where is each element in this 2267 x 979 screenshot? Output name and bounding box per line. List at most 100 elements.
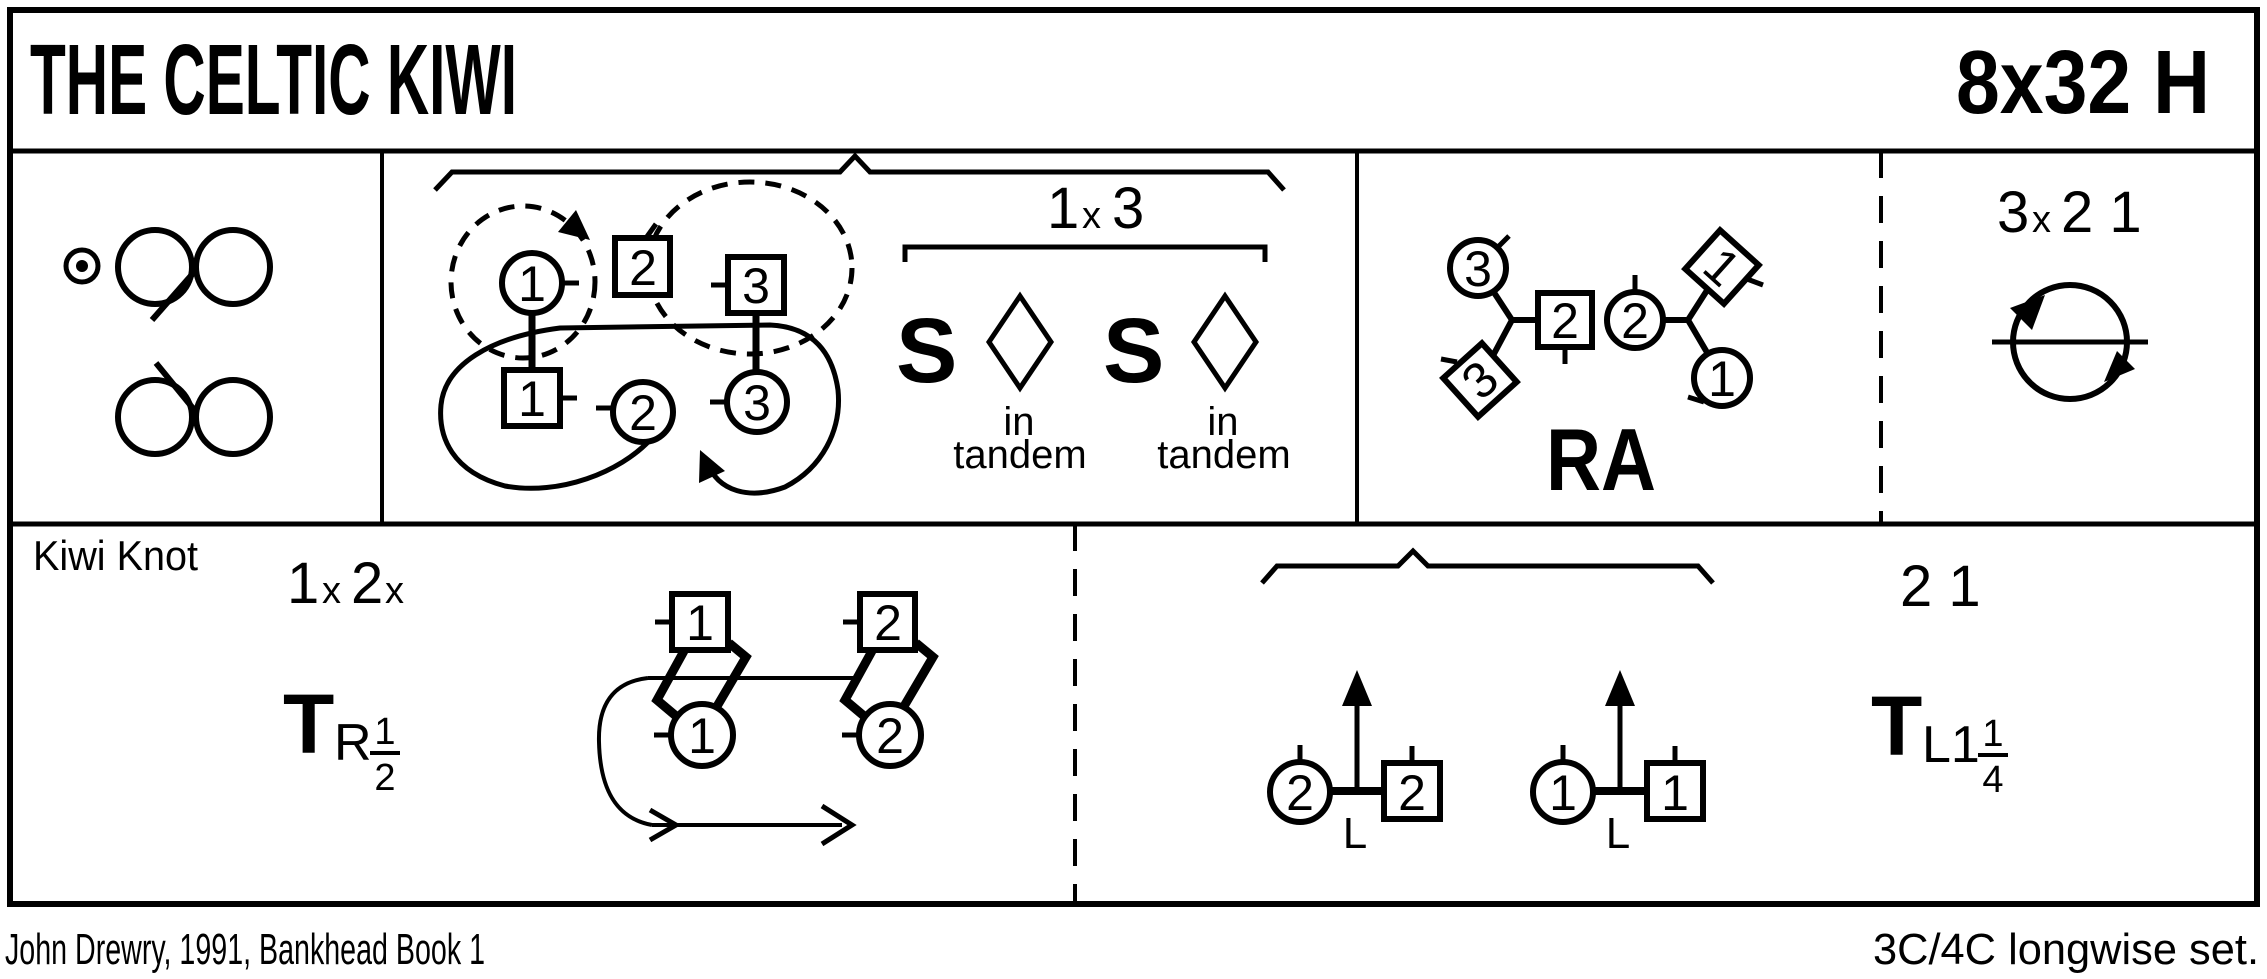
fraction-numerator: 1 xyxy=(1982,713,2003,755)
order-num: 3 xyxy=(1997,180,2029,245)
dashed-loop-left xyxy=(448,203,598,361)
turn-arrowhead-bottom-icon xyxy=(2104,351,2135,382)
credit-line: John Drewry, 1991, Bankhead Book 1 xyxy=(5,925,485,974)
rights-across-label: RA xyxy=(1546,410,1656,509)
phrase-brace-top xyxy=(433,152,1286,192)
facing-tick xyxy=(1495,234,1511,250)
dancer-square-2 xyxy=(1535,290,1595,350)
dancer-square-1 xyxy=(1644,760,1706,822)
start-dot-ring-icon xyxy=(63,247,101,285)
bars-length: 3 xyxy=(1112,176,1144,241)
bars-a-sub: x xyxy=(322,570,341,612)
solid-track-loop xyxy=(438,322,842,496)
dancer-circle-2 xyxy=(1604,289,1666,351)
dancer-number: 1 xyxy=(1661,765,1689,821)
fraction-denominator: 2 xyxy=(374,757,395,799)
dancer-number: 1 xyxy=(518,256,546,312)
dashed-loop-arrowhead-icon xyxy=(558,210,590,240)
finish-order: 2 1 xyxy=(1900,554,1981,619)
dancer-square-1 xyxy=(501,367,563,429)
dancer-number: 2 xyxy=(1551,293,1579,349)
dancer-number: 3 xyxy=(743,375,771,431)
turn-left-once-quarter-label: T L1 1 4 xyxy=(1871,679,2008,801)
dancer-square-1-rotated: 1 xyxy=(1681,226,1763,308)
track-loop xyxy=(596,676,653,827)
turn-letter: T xyxy=(283,677,334,771)
dancer-number: 3 xyxy=(1464,241,1492,297)
diamond-all-round-icon xyxy=(985,291,1055,393)
diagram-frame xyxy=(7,7,2260,907)
figure-caption: Kiwi Knot xyxy=(33,532,198,579)
dancer-number: 2 xyxy=(1286,765,1314,821)
dancer-number: 2 xyxy=(876,708,904,764)
cell-kiwi-knot-label-turn: Kiwi Knot 1 x 2 x T R 1 2 1 1 xyxy=(33,532,939,847)
cell-figure-eight xyxy=(63,227,273,457)
strathspey-letter: S xyxy=(896,300,957,402)
turn-arrowhead-top-icon xyxy=(2010,295,2045,330)
facing-tick xyxy=(1440,356,1458,365)
dancer-number: 2 xyxy=(1398,765,1426,821)
figure8-top-tail-icon xyxy=(149,268,199,322)
lead-up-arrowhead-icon xyxy=(1342,670,1372,706)
bars-bracket xyxy=(902,244,1268,262)
dancer-square-3 xyxy=(1439,339,1521,421)
couple-ribbon xyxy=(651,648,688,720)
left-hand-label: L xyxy=(1606,809,1630,858)
dancer-square-2 xyxy=(612,235,673,298)
turn-letter: T xyxy=(1871,679,1922,773)
outer-border xyxy=(7,7,2260,907)
tandem-caption-line2: tandem xyxy=(1157,433,1290,477)
dancer-circle-3 xyxy=(1447,237,1509,299)
dancer-number: 2 xyxy=(629,385,657,441)
footer: John Drewry, 1991, Bankhead Book 1 3C/4C… xyxy=(5,925,2259,974)
left-hand-label: L xyxy=(1343,809,1367,858)
couple-ribbon xyxy=(712,639,752,711)
couple-ribbon xyxy=(839,648,876,720)
figure8-bottom-right-loop-icon xyxy=(193,377,273,457)
track-arrowhead-icon xyxy=(820,803,857,847)
diamond-all-round-icon xyxy=(1190,291,1260,393)
figure8-top-right-loop-icon xyxy=(193,227,273,307)
facing-tick xyxy=(1746,276,1764,288)
dancer-number: 2 xyxy=(1621,293,1649,349)
bars-b: 2 xyxy=(351,551,383,616)
start-dot-icon xyxy=(76,260,88,272)
dancer-number: 2 xyxy=(629,240,657,296)
couple-ribbon xyxy=(899,639,939,711)
dancer-square-1 xyxy=(1681,226,1763,308)
section-strathspey-tandem: 1 x 3 S in tandem S in tandem xyxy=(896,176,1291,477)
dancer-number: 1 xyxy=(1549,765,1577,821)
header: THE CELTIC KIWI 8x32 H xyxy=(30,24,2210,136)
tandem-caption-line1: in xyxy=(1003,400,1034,444)
bars-a: 1 xyxy=(287,551,319,616)
tandem-caption-line1: in xyxy=(1207,400,1238,444)
fraction-denominator: 4 xyxy=(1982,759,2003,801)
cell-rights-across: 3 1 3 2 2 1 RA xyxy=(1439,226,1764,509)
dashed-loop-right xyxy=(645,179,855,357)
dancer-number: 2 xyxy=(874,595,902,651)
dancer-square-2 xyxy=(1381,760,1443,822)
figure8-bottom-left-loop-icon xyxy=(115,377,195,457)
bars-b-sub: x xyxy=(385,570,404,612)
dancer-number: 1 xyxy=(518,371,546,427)
meter-label: 8x32 H xyxy=(1956,33,2210,133)
facing-tick xyxy=(1687,394,1705,405)
fraction-numerator: 1 xyxy=(374,711,395,753)
cell-circle-turn: 3 x 2 1 xyxy=(1992,180,2148,402)
bars-sub-x: x xyxy=(1082,195,1101,237)
dancer-circle-2 xyxy=(610,379,676,445)
order-sub-x: x xyxy=(2032,199,2051,241)
dancer-square-2 xyxy=(857,591,918,653)
solid-track-arrowhead-icon xyxy=(699,450,725,483)
dancer-number: 3 xyxy=(742,258,770,314)
order-rest: 2 1 xyxy=(2061,180,2142,245)
lead-up-arrowhead-icon xyxy=(1605,670,1635,706)
turn-hand: L1 xyxy=(1922,716,1980,774)
facing-tick xyxy=(643,222,659,240)
dancer-square-3-rotated: 3 xyxy=(1439,339,1521,421)
figure8-top-left-loop-icon xyxy=(115,227,195,307)
bars-count: 1 xyxy=(1047,176,1079,241)
page-title: THE CELTIC KIWI xyxy=(30,24,517,136)
set-type-line: 3C/4C longwise set. xyxy=(1873,925,2259,974)
